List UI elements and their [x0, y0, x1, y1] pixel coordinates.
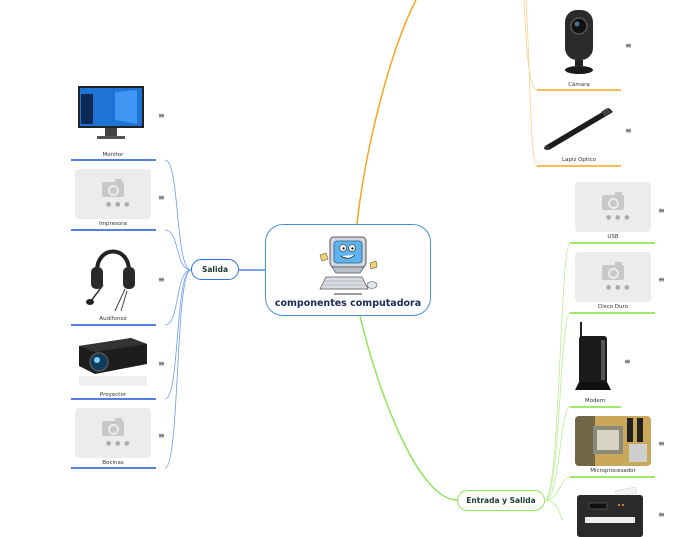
printer-image: [577, 487, 643, 537]
camera-icon: [602, 192, 624, 210]
connector-lines: [71, 0, 655, 520]
topic-label: Audífonos: [99, 316, 127, 322]
modem-image: [575, 322, 611, 390]
webcam-image: [565, 10, 593, 74]
topic-label: Proyector: [99, 392, 127, 398]
central-topic-title: componentes computadora: [274, 298, 422, 309]
notes-menu-icon[interactable]: ≡: [658, 275, 665, 284]
notes-menu-icon[interactable]: ≡: [158, 275, 165, 284]
camera-icon: [102, 179, 124, 197]
stylus-image: [544, 108, 613, 150]
cartoon-computer-image: [319, 236, 378, 295]
topic-label: Microprocesador: [590, 468, 636, 474]
notes-menu-icon[interactable]: ≡: [658, 439, 665, 448]
topic-label: Cámara: [568, 82, 590, 88]
cpu-image: [575, 416, 651, 466]
branch-salida[interactable]: Salida: [191, 259, 239, 280]
notes-menu-icon[interactable]: ≡: [658, 510, 665, 519]
topic-label: Impresora: [99, 221, 127, 227]
projector-image: [79, 338, 147, 386]
topic-label: Disco Duro: [598, 304, 628, 310]
image-placeholder: ● ● ●: [75, 169, 151, 219]
camera-icon: [102, 418, 124, 436]
branch-entrada-y-salida[interactable]: Entrada y Salida: [457, 490, 545, 511]
image-placeholder: ● ● ●: [575, 182, 651, 232]
notes-menu-icon[interactable]: ≡: [158, 359, 165, 368]
topic-label: Monitor: [102, 152, 124, 158]
notes-menu-icon[interactable]: ≡: [658, 206, 665, 215]
notes-menu-icon[interactable]: ≡: [624, 357, 631, 366]
central-topic[interactable]: componentes computadora: [265, 224, 431, 316]
notes-menu-icon[interactable]: ≡: [158, 111, 165, 120]
topic-label: Modem: [584, 398, 606, 404]
image-placeholder: ● ● ●: [575, 252, 651, 302]
camera-icon: [602, 262, 624, 280]
topic-label: Lapiz Optico: [562, 157, 596, 163]
notes-menu-icon[interactable]: ≡: [625, 41, 632, 50]
headset-image: [86, 249, 135, 312]
notes-menu-icon[interactable]: ≡: [625, 126, 632, 135]
notes-menu-icon[interactable]: ≡: [158, 431, 165, 440]
monitor-image: [78, 86, 144, 139]
notes-menu-icon[interactable]: ≡: [158, 193, 165, 202]
topic-label: USB: [607, 234, 619, 240]
image-placeholder: ● ● ●: [75, 408, 151, 458]
topic-label: Bocinas: [102, 460, 124, 466]
